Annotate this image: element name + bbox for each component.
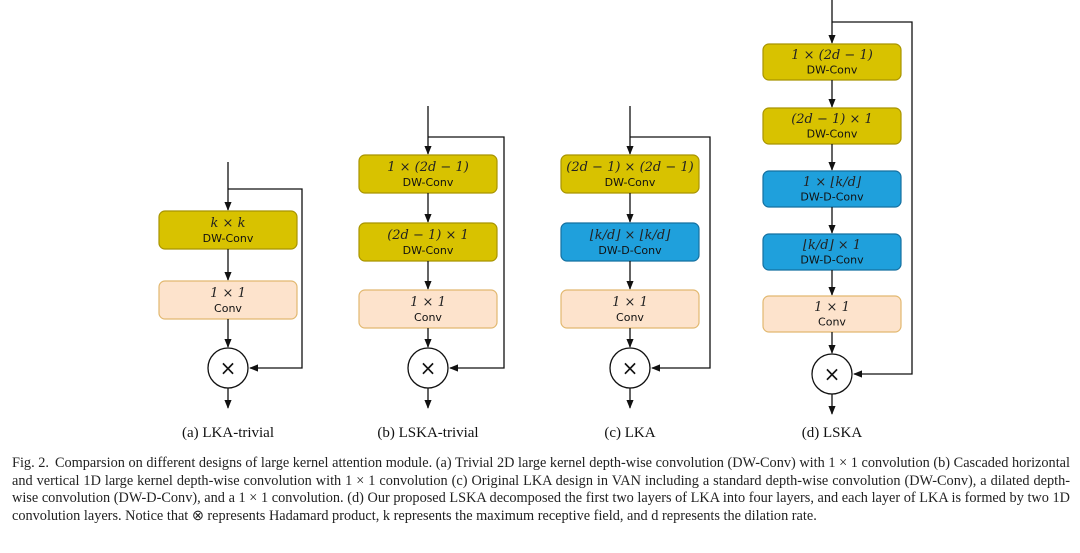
hadamard-product-icon: ×: [609, 347, 651, 389]
caption-text: Comparsion on different designs of large…: [12, 455, 1070, 524]
panel-label: (c) LKA: [604, 425, 655, 441]
block-kernel-label: ⌊k/d⌋ × ⌊k/d⌋: [590, 228, 672, 243]
block-kernel-label: 1 × (2d − 1): [791, 48, 873, 63]
block-kernel-label: 1 × 1: [814, 300, 850, 315]
figure-caption: Fig. 2.Comparsion on different designs o…: [12, 455, 1070, 525]
block-op-label: Conv: [214, 302, 242, 315]
skip-connection-arrow: [832, 21, 913, 378]
block-kernel-label: 1 × ⌊k/d⌋: [803, 175, 862, 190]
block-op-label: DW-Conv: [605, 176, 656, 189]
panel-d: 1 × (2d − 1)DW-Conv(2d − 1) × 1DW-Conv1 …: [762, 0, 913, 441]
block-op-label: DW-D-Conv: [598, 244, 662, 257]
block-op-label: DW-Conv: [403, 244, 454, 257]
panel-c: (2d − 1) × (2d − 1)DW-Conv⌊k/d⌋ × ⌊k/d⌋D…: [560, 106, 711, 441]
block-dwd-3: 1 × ⌊k/d⌋DW-D-Conv: [762, 170, 902, 208]
block-dw-1: k × kDW-Conv: [158, 210, 298, 250]
block-kernel-label: k × k: [211, 216, 246, 231]
skip-connection-arrow: [630, 136, 711, 372]
hadamard-product-icon: ×: [207, 347, 249, 389]
hadamard-product-icon: ×: [407, 347, 449, 389]
block-op-label: DW-Conv: [807, 128, 858, 141]
block-op-label: Conv: [414, 311, 442, 324]
hadamard-product-icon: ×: [811, 353, 853, 395]
block-kernel-label: ⌊k/d⌋ × 1: [803, 238, 861, 253]
block-dw-1: 1 × (2d − 1)DW-Conv: [358, 154, 498, 194]
block-dwd-4: ⌊k/d⌋ × 1DW-D-Conv: [762, 233, 902, 271]
product-symbol: ×: [622, 356, 639, 380]
block-kernel-label: (2d − 1) × (2d − 1): [566, 160, 694, 175]
product-symbol: ×: [220, 356, 237, 380]
panel-label: (b) LSKA-trivial: [377, 425, 478, 441]
panel-label: (d) LSKA: [802, 425, 863, 441]
figure-number: Fig. 2.: [12, 455, 49, 471]
block-kernel-label: 1 × 1: [210, 286, 246, 301]
block-dw-1: 1 × (2d − 1)DW-Conv: [762, 43, 902, 81]
block-op-label: Conv: [818, 316, 846, 329]
block-op-label: DW-Conv: [403, 176, 454, 189]
block-op-label: DW-Conv: [203, 232, 254, 245]
block-op-label: DW-D-Conv: [800, 191, 864, 204]
product-symbol: ×: [420, 356, 437, 380]
block-dwd-2: ⌊k/d⌋ × ⌊k/d⌋DW-D-Conv: [560, 222, 700, 262]
block-dw-1: (2d − 1) × (2d − 1)DW-Conv: [560, 154, 700, 194]
block-kernel-label: (2d − 1) × 1: [387, 228, 469, 243]
panel-label: (a) LKA-trivial: [182, 425, 274, 441]
block-dw-2: (2d − 1) × 1DW-Conv: [762, 107, 902, 145]
skip-connection-arrow: [228, 188, 303, 372]
block-op-label: DW-D-Conv: [800, 254, 864, 267]
block-kernel-label: 1 × 1: [612, 295, 648, 310]
block-op-label: DW-Conv: [807, 64, 858, 77]
skip-connection-arrow: [428, 136, 505, 372]
block-dw-2: (2d − 1) × 1DW-Conv: [358, 222, 498, 262]
block-kernel-label: 1 × (2d − 1): [387, 160, 469, 175]
block-kernel-label: 1 × 1: [410, 295, 446, 310]
product-symbol: ×: [824, 362, 841, 386]
block-op-label: Conv: [616, 311, 644, 324]
block-kernel-label: (2d − 1) × 1: [791, 112, 873, 127]
panel-b: 1 × (2d − 1)DW-Conv(2d − 1) × 1DW-Conv1 …: [358, 106, 505, 441]
